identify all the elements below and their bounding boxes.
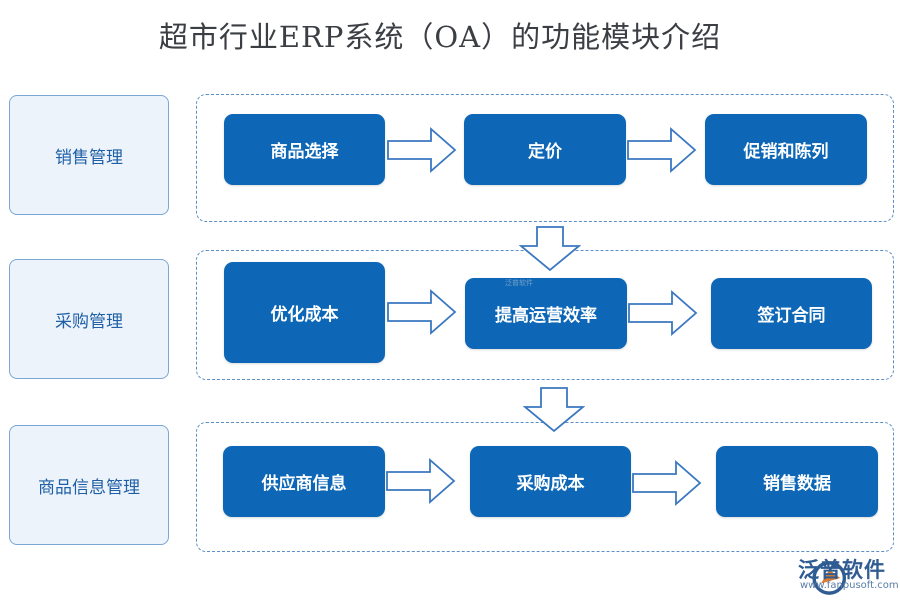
step-sales-data: 销售数据 <box>716 446 878 517</box>
group-sales <box>196 94 894 222</box>
category-sales: 销售管理 <box>9 95 169 215</box>
down-arrow-icon <box>519 226 581 272</box>
step-optimize-cost: 优化成本 <box>224 262 385 363</box>
down-arrow-icon <box>523 387 585 433</box>
step-improve-efficiency: 提高运营效率 <box>465 278 627 349</box>
step-supplier-info: 供应商信息 <box>223 446 385 517</box>
right-arrow-icon <box>628 290 698 336</box>
right-arrow-icon <box>387 127 457 173</box>
step-sign-contract: 签订合同 <box>711 278 872 349</box>
category-product-info: 商品信息管理 <box>9 425 169 545</box>
logo-text: 泛普软件 <box>798 558 886 582</box>
page-title: 超市行业ERP系统（OA）的功能模块介绍 <box>158 20 722 54</box>
step-pricing: 定价 <box>464 114 626 185</box>
right-arrow-icon <box>387 289 457 335</box>
logo-url: www.fanpusoft.com <box>800 580 899 591</box>
right-arrow-icon <box>386 458 456 504</box>
step-product-selection: 商品选择 <box>224 114 385 185</box>
step-purchase-cost: 采购成本 <box>470 446 631 517</box>
step-promotion-display: 促销和陈列 <box>705 114 867 185</box>
right-arrow-icon <box>632 460 702 506</box>
watermark: 泛普软件 <box>505 279 533 287</box>
category-purchase: 采购管理 <box>9 259 169 379</box>
right-arrow-icon <box>627 127 697 173</box>
fanpu-logo-icon <box>812 560 847 595</box>
